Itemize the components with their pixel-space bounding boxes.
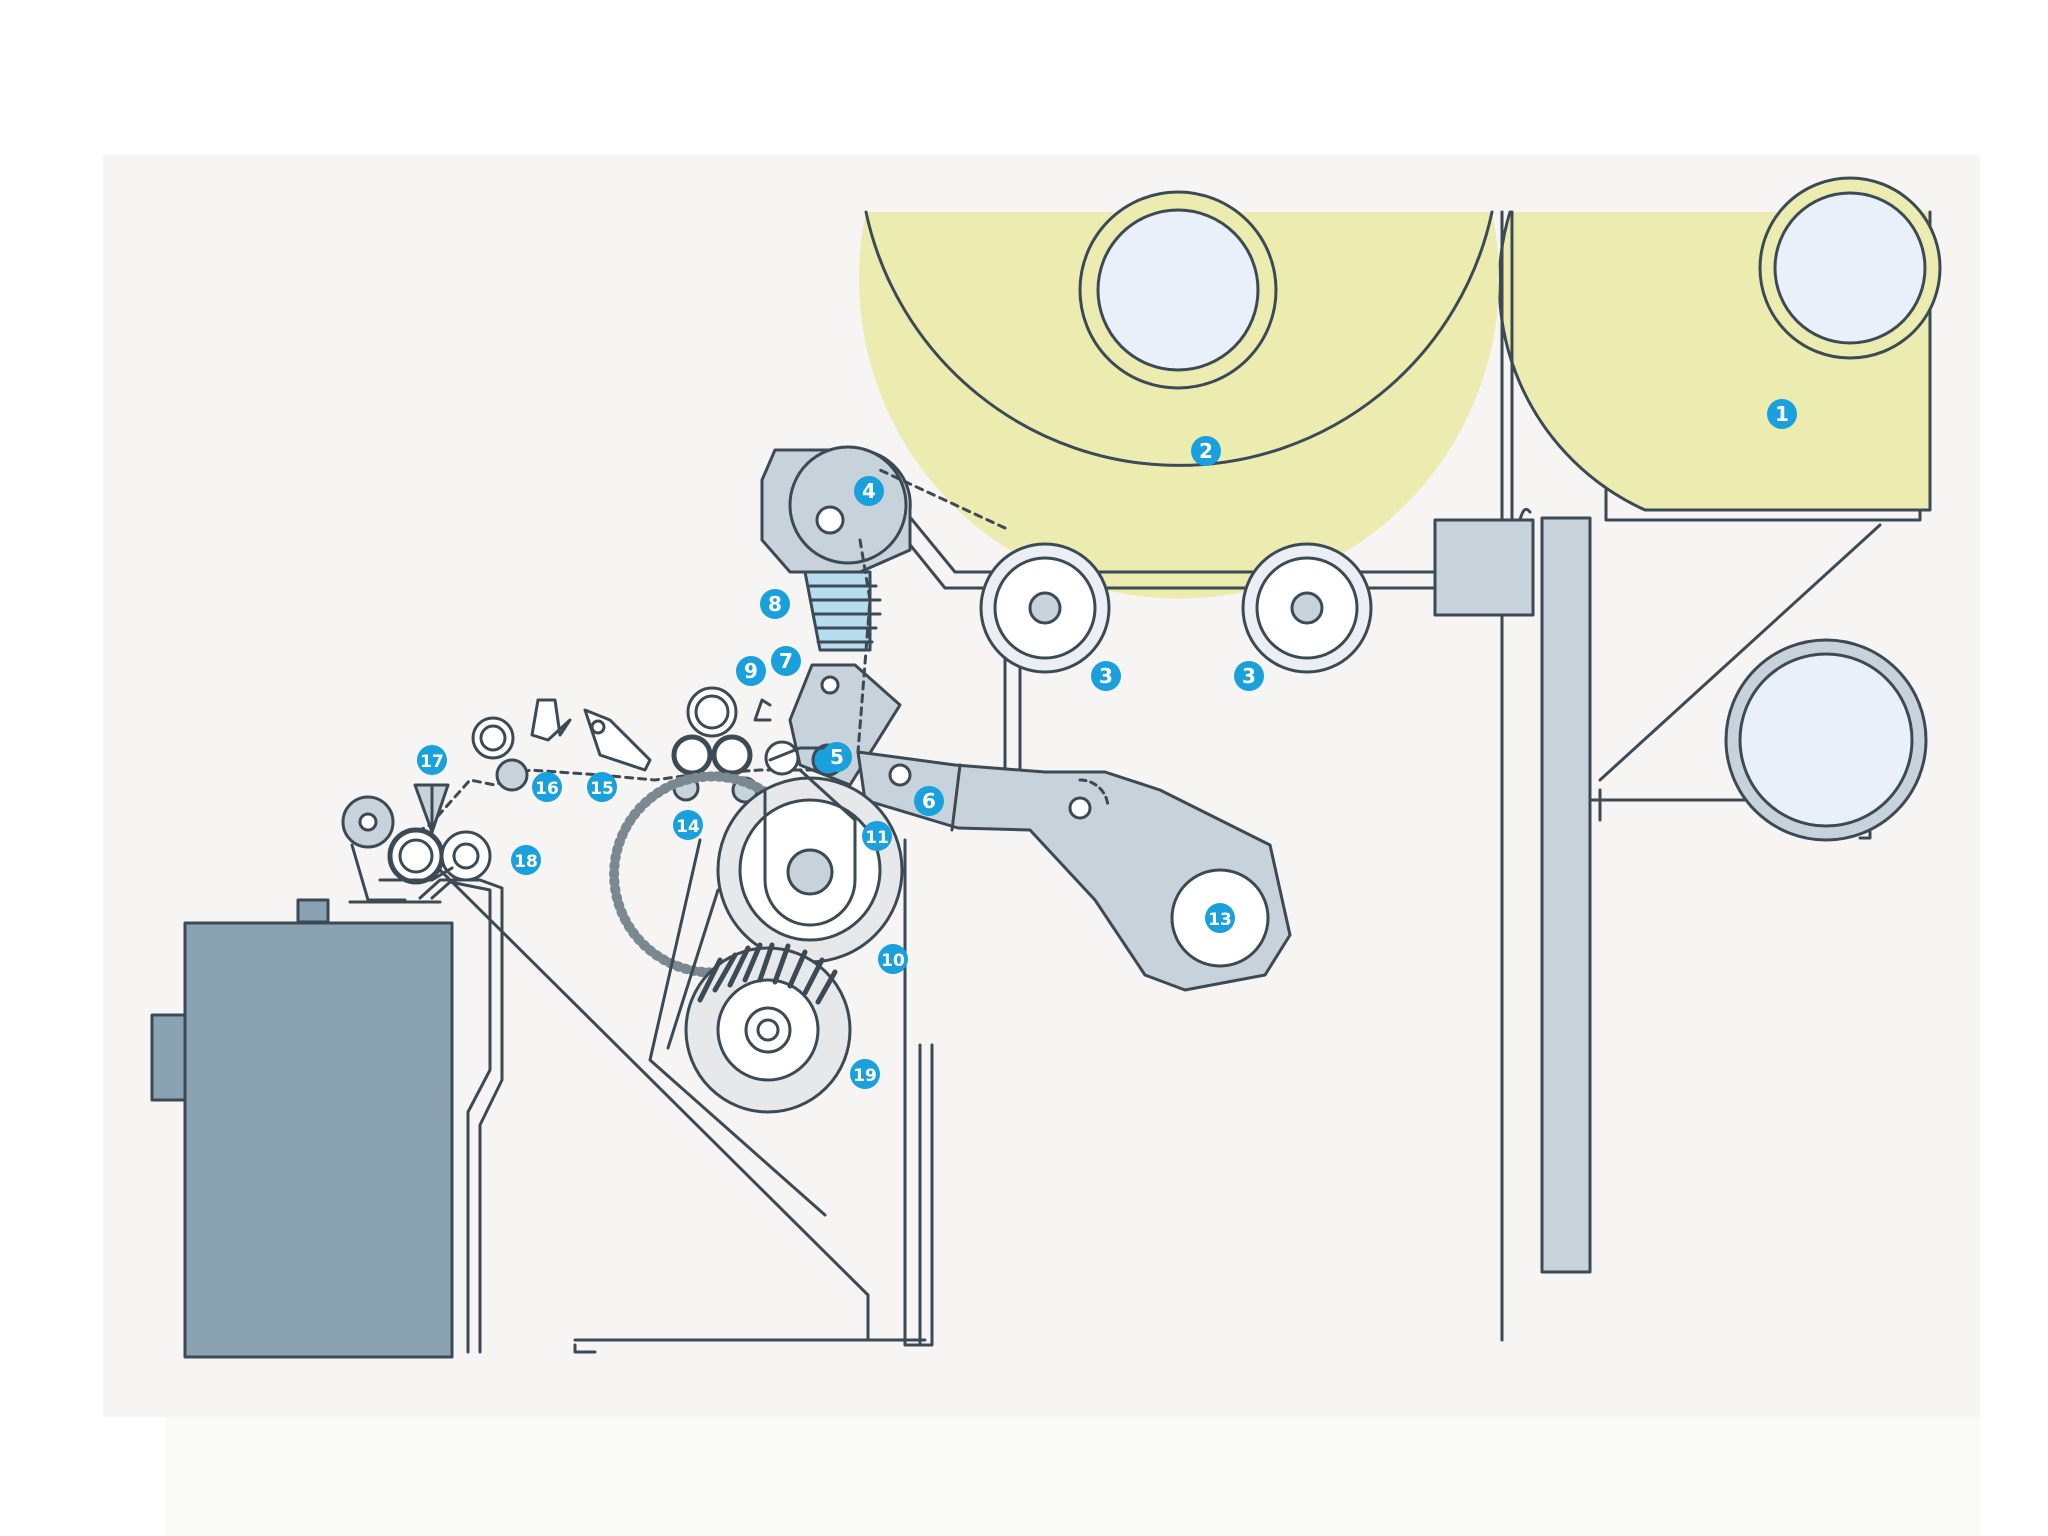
delivery-parts xyxy=(413,698,652,837)
callout-18: 18 xyxy=(511,845,541,875)
callout-16: 16 xyxy=(532,772,562,802)
callout-8-text: 8 xyxy=(768,592,782,616)
callout-9: 9 xyxy=(736,656,766,686)
callout-2-text: 2 xyxy=(1199,439,1213,463)
roller-3-left xyxy=(979,542,1111,674)
callout-7-text: 7 xyxy=(779,649,793,673)
feed-roll-4 xyxy=(760,445,912,574)
sliver-path xyxy=(418,468,1007,832)
bobbin-1 xyxy=(1497,176,1942,512)
callout-13: 13 xyxy=(1205,903,1235,933)
callout-17: 17 xyxy=(417,745,447,775)
callout-8: 8 xyxy=(760,589,790,619)
callout-1-text: 1 xyxy=(1775,402,1789,426)
brush-roll-19 xyxy=(684,942,852,1114)
bottom-strip xyxy=(165,1417,1980,1536)
callout-7: 7 xyxy=(771,646,801,676)
callout-19: 19 xyxy=(850,1059,880,1089)
callout-3a: 3 xyxy=(1091,661,1121,691)
callout-11-text: 11 xyxy=(865,828,889,848)
callout-4-text: 4 xyxy=(862,479,876,503)
callout-3b: 3 xyxy=(1234,661,1264,691)
callout-15-text: 15 xyxy=(590,779,614,799)
callout-19-text: 19 xyxy=(853,1066,877,1086)
callout-4: 4 xyxy=(854,476,884,506)
callout-3a-text: 3 xyxy=(1099,664,1113,688)
callout-16-text: 16 xyxy=(535,779,559,799)
callout-6: 6 xyxy=(914,786,944,816)
weighting-arm xyxy=(856,750,1292,992)
callout-10-text: 10 xyxy=(881,951,905,971)
guide-hook xyxy=(1518,507,1532,522)
callout-3b-text: 3 xyxy=(1242,664,1256,688)
bobbin-2 xyxy=(859,190,1499,599)
callout-9-text: 9 xyxy=(744,659,758,683)
callout-6-text: 6 xyxy=(922,789,936,813)
guide-box xyxy=(1433,518,1535,617)
roller-3-right xyxy=(1241,542,1373,674)
winding-rollers xyxy=(341,795,504,1354)
opening-roller xyxy=(609,768,904,978)
callout-5-text: 5 xyxy=(830,745,844,769)
bellows-8 xyxy=(803,570,882,652)
callout-13-text: 13 xyxy=(1208,910,1232,930)
vertical-column xyxy=(1540,516,1592,1274)
callouts: 1 2 3 3 4 5 6 7 8 9 10 11 13 14 15 16 17… xyxy=(417,399,1797,1089)
callout-1: 1 xyxy=(1767,399,1797,429)
callout-17-text: 17 xyxy=(420,752,444,772)
empty-tube xyxy=(1724,638,1928,842)
callout-5: 5 xyxy=(822,742,852,772)
callout-14-text: 14 xyxy=(676,817,700,837)
callout-2: 2 xyxy=(1191,436,1221,466)
callout-10: 10 xyxy=(878,944,908,974)
motor-box xyxy=(150,898,454,1359)
callout-11: 11 xyxy=(862,821,892,851)
callout-15: 15 xyxy=(587,772,617,802)
callout-18-text: 18 xyxy=(514,852,538,872)
callout-14: 14 xyxy=(673,810,703,840)
